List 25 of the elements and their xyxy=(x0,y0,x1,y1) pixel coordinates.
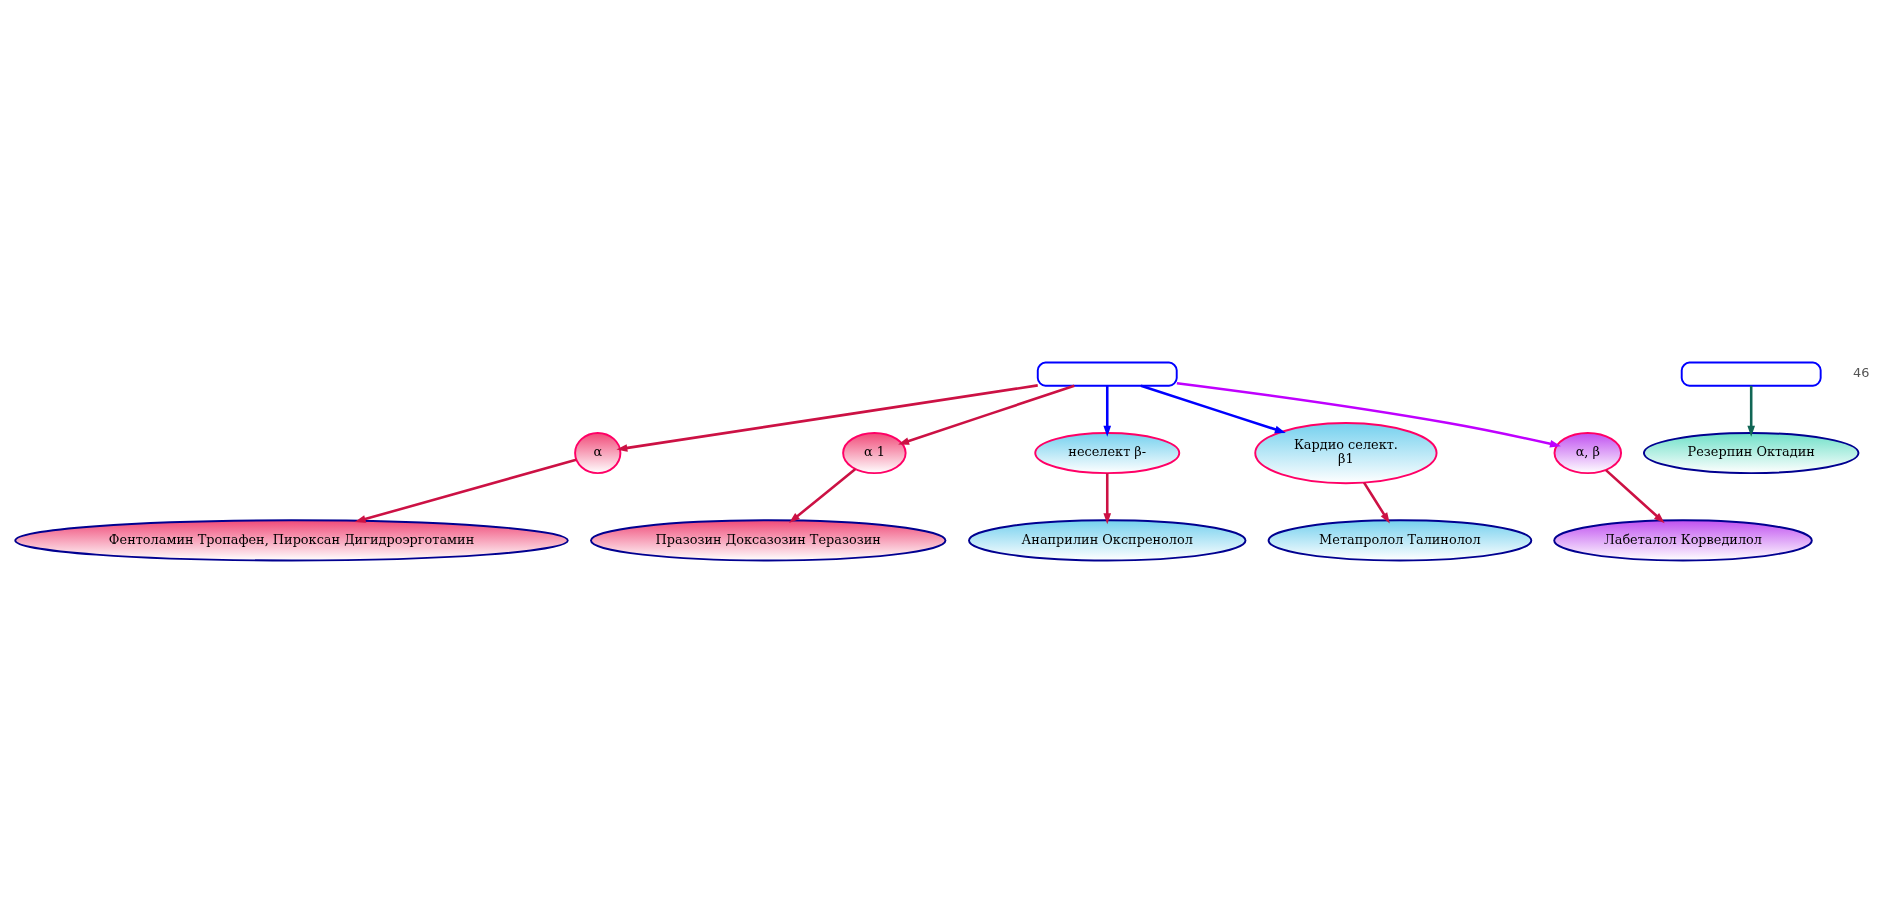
arrow xyxy=(1140,384,1286,434)
node-ellipse: Кардио селект. β1 xyxy=(1253,421,1438,485)
arrow xyxy=(897,384,1075,445)
arrow xyxy=(788,468,856,523)
arrow xyxy=(354,458,577,523)
node-box xyxy=(1680,361,1822,387)
node-ellipse: α, β xyxy=(1553,432,1622,475)
node-ellipse: неселект β- xyxy=(1033,432,1180,475)
arrow xyxy=(1102,385,1111,437)
arrow xyxy=(1176,382,1561,448)
node-ellipse: Празозин Доксазозин Теразозин xyxy=(589,519,946,562)
node-ellipse: Резерпин Октадин xyxy=(1642,432,1859,475)
label: 46 xyxy=(1852,365,1869,381)
node-ellipse: α 1 xyxy=(841,432,907,475)
arrow xyxy=(1604,469,1665,524)
node-ellipse: Анаприлин Окспренолол xyxy=(967,519,1246,562)
node-ellipse: Лабеталол Корведилол xyxy=(1552,519,1813,562)
node-ellipse: Фентоламин Тропафен, Пироксан Дигидроэрготамин xyxy=(13,519,569,562)
arrow xyxy=(1746,385,1755,437)
arrow xyxy=(1362,481,1390,524)
node-ellipse: Метапролол Талинолол xyxy=(1267,519,1532,562)
arrow xyxy=(1102,473,1111,525)
node-box xyxy=(1036,361,1178,387)
node-ellipse: α xyxy=(573,432,621,475)
arrow xyxy=(615,384,1038,452)
